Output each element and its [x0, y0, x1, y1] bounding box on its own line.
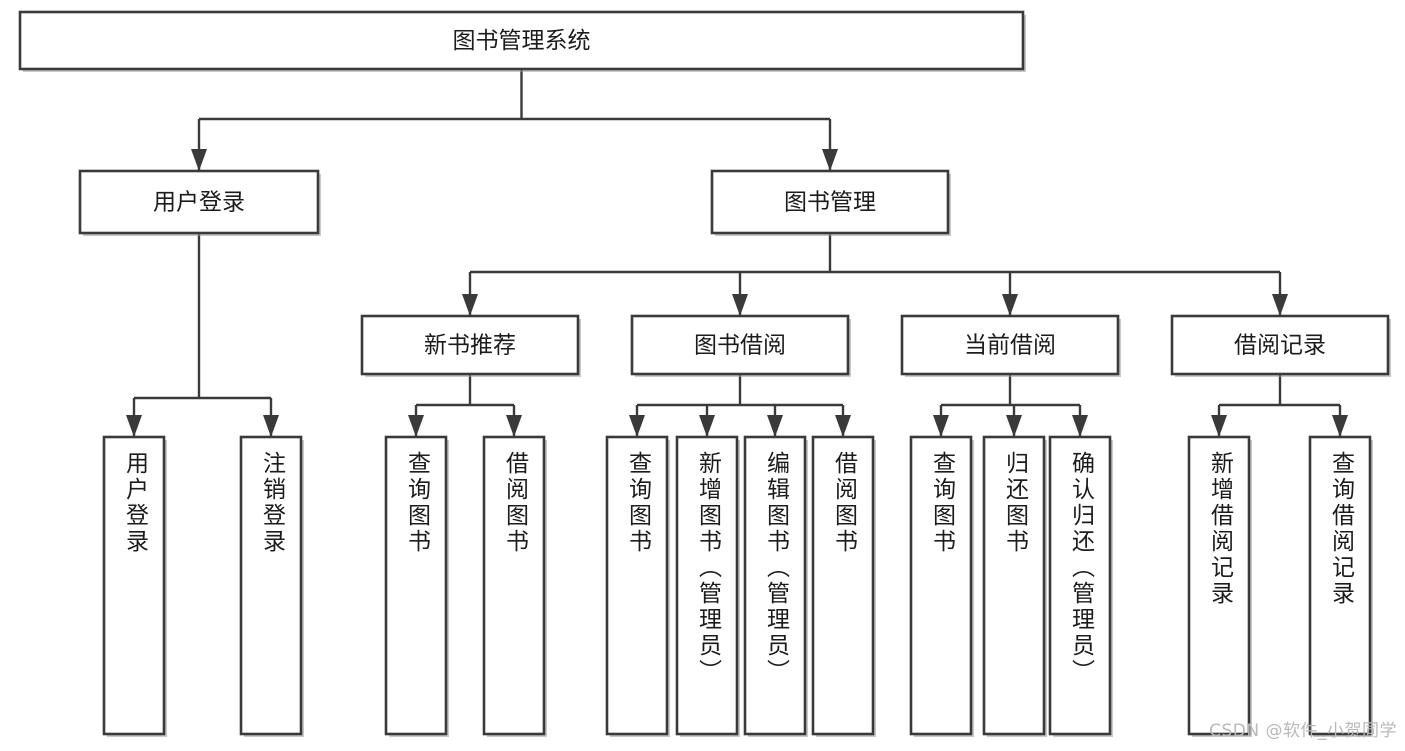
node-leaf-3[interactable] — [482, 435, 546, 736]
arrow-head-book-mgmt-1 — [732, 294, 748, 316]
node-leaf-9[interactable] — [982, 435, 1046, 736]
node-level2-1[interactable] — [710, 169, 950, 235]
arrow-head-borrow-2 — [767, 415, 783, 437]
node-leaf-5[interactable] — [675, 435, 739, 736]
node-label-level3-3: 借阅记录 — [1234, 333, 1326, 359]
arrow-head-current-2 — [1072, 415, 1088, 437]
arrow-head-records-0 — [1211, 415, 1227, 437]
arrow-head-user-login-1 — [263, 415, 279, 437]
arrow-head-book-mgmt-0 — [462, 294, 478, 316]
node-label-level3-1: 图书借阅 — [694, 333, 786, 359]
node-root-book-management-system[interactable] — [18, 10, 1025, 71]
node-leaf-2[interactable] — [384, 435, 448, 736]
node-label-level3-2: 当前借阅 — [964, 333, 1056, 359]
node-leaf-8[interactable] — [909, 435, 973, 736]
node-leaf-6[interactable] — [743, 435, 807, 736]
node-leaf-7[interactable] — [811, 435, 875, 736]
arrow-head-borrow-1 — [699, 415, 715, 437]
arrow-head-current-1 — [1006, 415, 1022, 437]
node-level2-0[interactable] — [78, 169, 320, 235]
arrow-head-borrow-0 — [629, 415, 645, 437]
node-leaf-0[interactable] — [102, 435, 166, 736]
node-leaf-1[interactable] — [239, 435, 303, 736]
node-level3-3[interactable] — [1170, 314, 1390, 376]
node-level3-0[interactable] — [360, 314, 580, 376]
arrow-head-current-0 — [933, 415, 949, 437]
edges-layer — [126, 69, 1348, 437]
node-label-level3-0: 新书推荐 — [424, 333, 516, 359]
node-level3-1[interactable] — [630, 314, 850, 376]
arrow-head-user-login-0 — [126, 415, 142, 437]
node-leaf-12[interactable] — [1308, 435, 1372, 736]
arrow-head-records-1 — [1332, 415, 1348, 437]
arrow-head-borrow-3 — [835, 415, 851, 437]
node-leaf-11[interactable] — [1187, 435, 1251, 736]
node-leaf-4[interactable] — [605, 435, 669, 736]
boxes-layer — [18, 10, 1391, 737]
node-label-level2-0: 用户登录 — [153, 190, 245, 216]
node-level3-2[interactable] — [900, 314, 1120, 376]
watermark-text: CSDN @软件_小贺同学 — [1209, 721, 1397, 741]
arrow-head-root-1 — [822, 149, 838, 171]
arrow-head-book-mgmt-2 — [1002, 294, 1018, 316]
arrow-head-new-book-0 — [408, 415, 424, 437]
arrow-head-book-mgmt-3 — [1272, 294, 1288, 316]
arrow-head-root-0 — [191, 149, 207, 171]
arrow-head-new-book-1 — [506, 415, 522, 437]
node-label-level2-1: 图书管理 — [784, 190, 876, 216]
node-label-root: 图书管理系统 — [453, 28, 591, 54]
node-leaf-10[interactable] — [1048, 435, 1112, 736]
